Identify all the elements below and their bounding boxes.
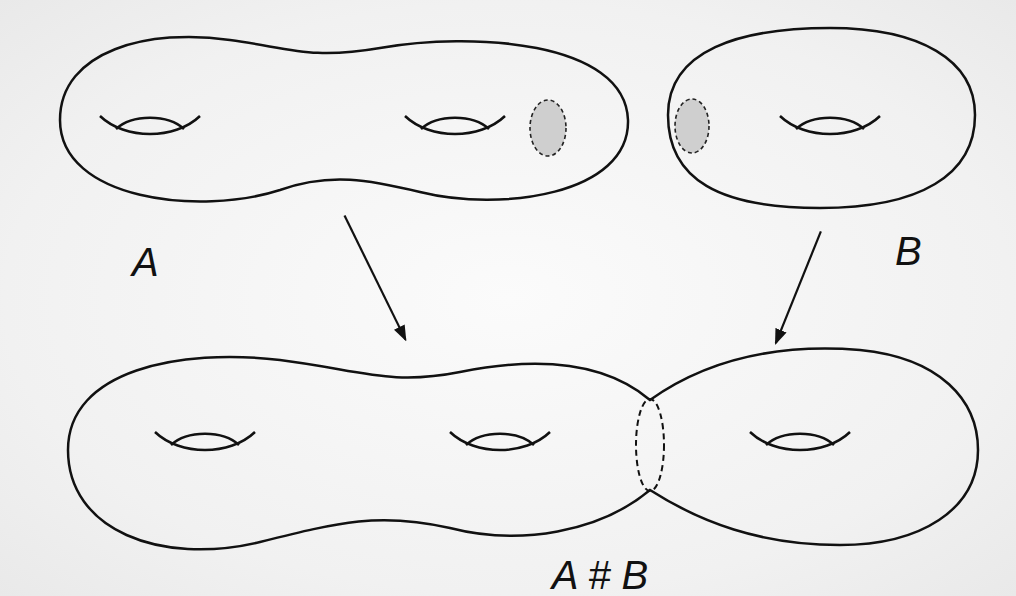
handle-hole	[421, 118, 489, 129]
surface-node: B	[665, 25, 977, 211]
removed-disk	[675, 99, 709, 153]
handle-hole	[100, 116, 200, 134]
removed-disk	[530, 100, 566, 156]
arrow-connector	[345, 216, 406, 340]
surface-outline	[68, 349, 978, 550]
surface-outline	[668, 28, 975, 208]
handle-hole	[780, 116, 880, 134]
surface-outline	[60, 37, 628, 202]
handle-hole	[750, 432, 850, 450]
handle-hole	[116, 118, 184, 129]
surface-drawing	[65, 345, 980, 560]
handle-hole	[796, 118, 864, 129]
handle-hole	[466, 434, 534, 445]
surface-label: A	[132, 242, 159, 282]
handle-hole	[450, 432, 550, 450]
handle-hole	[171, 434, 239, 445]
surface-drawing	[50, 28, 632, 212]
surface-drawing	[665, 25, 977, 211]
gluing-circle	[636, 399, 664, 491]
surface-node: A	[50, 28, 632, 212]
surface-label: B	[895, 231, 922, 271]
surface-node: A # B	[65, 345, 980, 560]
handle-hole	[405, 116, 505, 134]
handle-hole	[155, 432, 255, 450]
surface-label: A # B	[552, 555, 648, 595]
arrow-connector	[776, 231, 821, 343]
handle-hole	[766, 434, 834, 445]
